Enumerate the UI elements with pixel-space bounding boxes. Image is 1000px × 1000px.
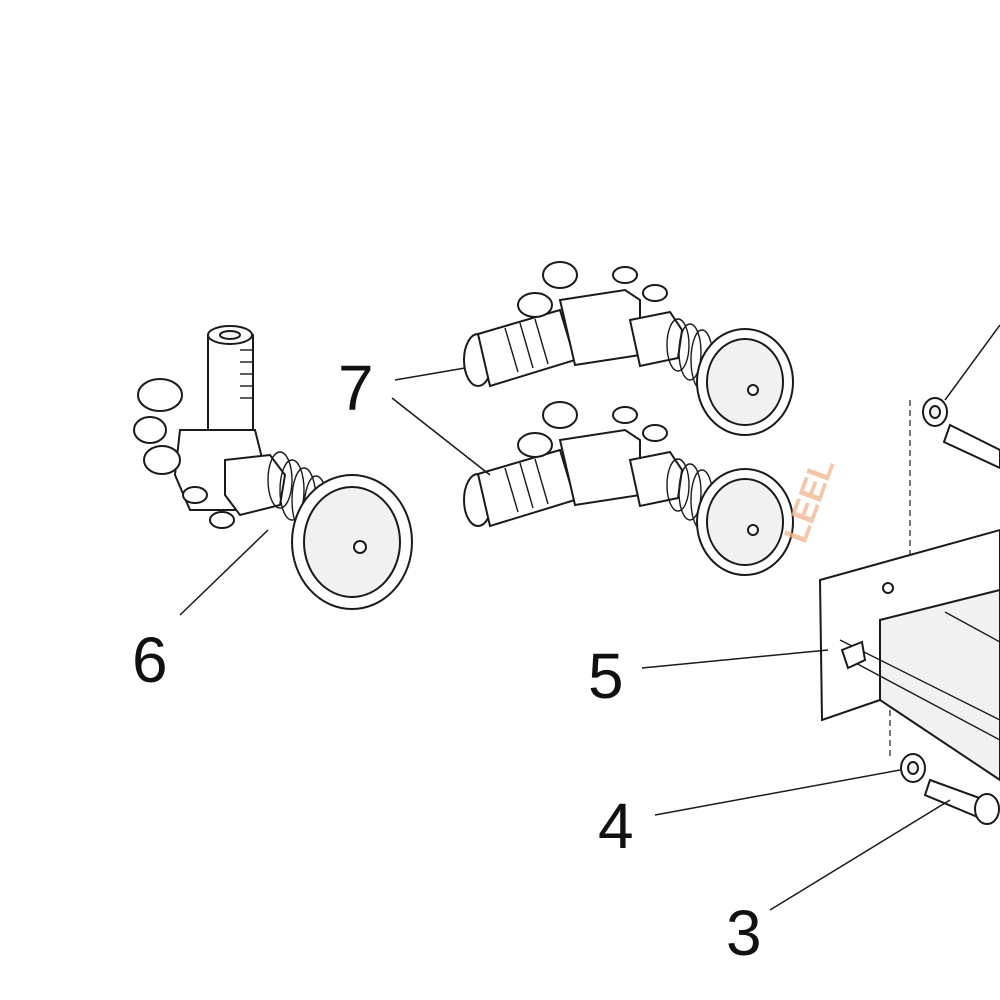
part-7-valve-lower [463, 401, 794, 576]
callout-3: 3 [726, 897, 762, 969]
leader-7b [391, 397, 491, 476]
leader-lines [179, 324, 1000, 911]
part-6-valve-assembly [133, 325, 413, 610]
part-3-bolt-upper [942, 423, 1000, 470]
part-7-valve-upper [463, 261, 794, 436]
part-4-washer-lower [900, 753, 926, 783]
part-5-mounting-bracket [818, 400, 1000, 782]
leader-4 [654, 769, 901, 816]
leader-3 [769, 799, 951, 911]
part-3-bolt-lower [923, 778, 1000, 825]
leader-6 [179, 529, 269, 616]
callout-5: 5 [588, 640, 624, 712]
leader-5 [641, 649, 829, 669]
leader-7a [394, 367, 466, 381]
callout-7: 7 [338, 352, 374, 424]
callout-6: 6 [132, 624, 168, 696]
part-4-washer-upper [922, 397, 948, 427]
callout-4: 4 [598, 790, 634, 862]
leader-upper-washer [944, 324, 1000, 401]
